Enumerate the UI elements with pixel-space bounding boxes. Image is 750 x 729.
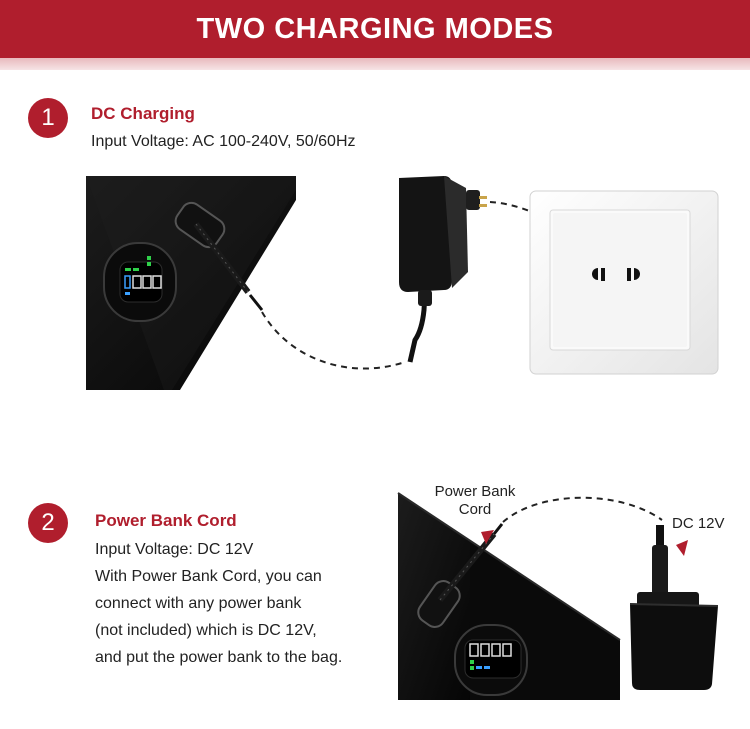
power-bank-cord-callout: Power Bank Cord — [434, 483, 516, 518]
arrow-marker-cord — [481, 530, 494, 544]
mode-2-line: and put the power bank to the bag. — [95, 649, 343, 666]
mode-2-line: Input Voltage: DC 12V — [95, 541, 254, 558]
mode-2-number-badge: 2 — [28, 503, 68, 543]
dc-12v-callout: DC 12V — [672, 515, 725, 532]
power-bank-bag — [629, 525, 719, 690]
wall-socket — [529, 190, 719, 375]
mode-2-line: With Power Bank Cord, you can — [95, 568, 322, 585]
mode-1-line: Input Voltage: AC 100-240V, 50/60Hz — [91, 133, 356, 150]
charge-path-dashed-3 — [502, 496, 663, 523]
mode-2-heading: Power Bank Cord — [95, 511, 237, 530]
banner-stripe — [0, 58, 750, 70]
mode-1-description: Input Voltage: AC 100-240V, 50/60Hz — [91, 128, 356, 155]
dc-port-2 — [417, 523, 504, 628]
controller-1 — [103, 242, 177, 322]
mode-2-description: Input Voltage: DC 12V With Power Bank Co… — [95, 536, 342, 671]
mode-2-line: connect with any power bank — [95, 595, 302, 612]
ac-adapter — [399, 176, 487, 363]
controller-2 — [454, 624, 528, 696]
mode-2-line: (not included) which is DC 12V, — [95, 622, 317, 639]
dc-port-1 — [174, 201, 264, 311]
arrow-marker-dc — [676, 540, 688, 556]
mode-1-heading: DC Charging — [91, 104, 195, 123]
mode-1-number-badge: 1 — [28, 98, 68, 138]
header-banner: TWO CHARGING MODES — [0, 0, 750, 58]
charge-path-dashed-1 — [261, 311, 406, 370]
page-title: TWO CHARGING MODES — [196, 12, 554, 45]
heating-pad-1 — [86, 176, 296, 390]
